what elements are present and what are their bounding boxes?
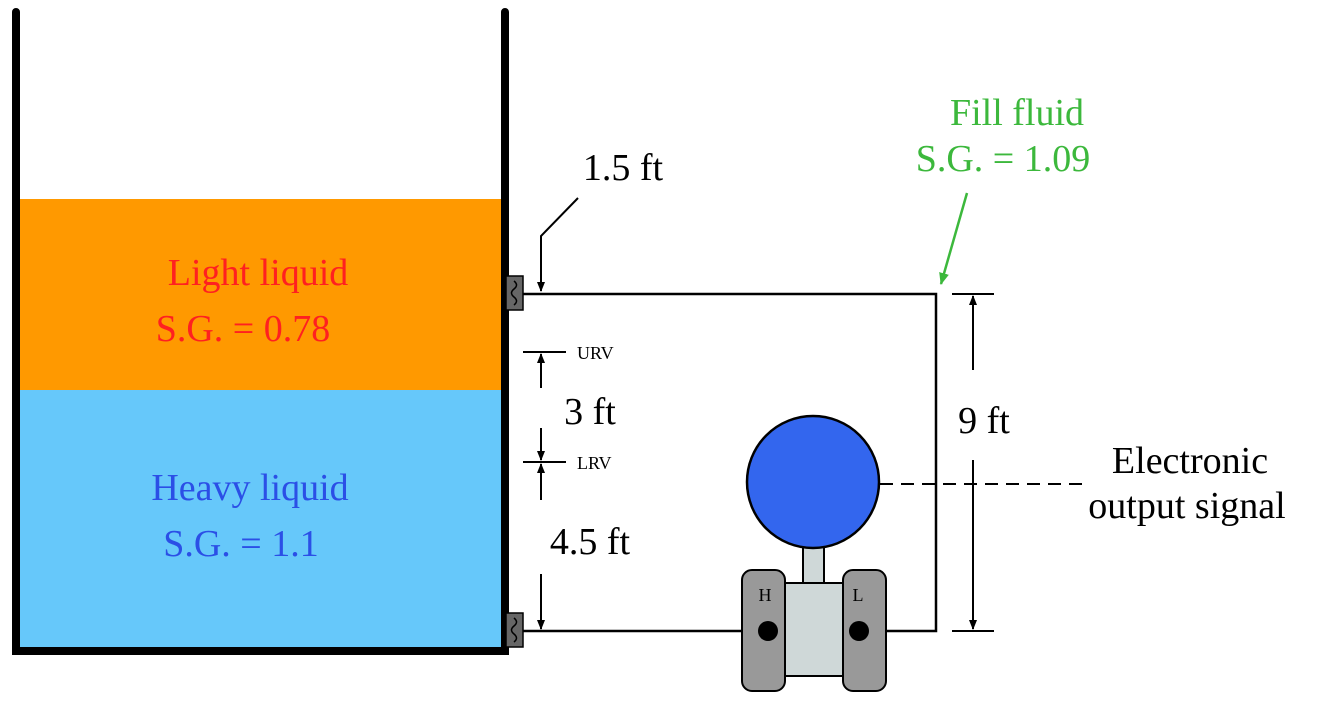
fill-fluid-arrow [939,192,969,285]
output-signal-label-line2: output signal [1088,485,1285,527]
light-liquid-label: Light liquid [168,252,349,294]
urv-label: URV [577,343,614,363]
heavy-liquid-sg: S.G. = 1.1 [163,523,319,565]
capillary-height-label: 9 ft [958,400,1010,442]
transmitter-body [784,582,844,677]
top-offset-leader [537,197,579,292]
high-port-connection [758,621,778,641]
lower-diaphragm-seal [505,612,524,648]
span-label: 3 ft [564,391,616,433]
fill-fluid-label: Fill fluid [950,92,1084,134]
output-signal-label-line1: Electronic [1112,440,1268,482]
high-port-label: H [759,585,772,605]
top-offset-label: 1.5 ft [583,147,664,189]
lrv-label: LRV [577,453,612,473]
light-liquid-layer [17,199,503,390]
upper-capillary-line [523,292,938,633]
upper-diaphragm-seal [505,275,524,311]
low-port-label: L [853,585,864,605]
dp-transmitter: H L [741,414,887,692]
light-liquid-sg: S.G. = 0.78 [156,308,331,350]
tank-wall [12,8,509,655]
transmitter-head [745,414,881,550]
heavy-liquid-layer [17,390,503,650]
fill-fluid-sg: S.G. = 1.09 [916,138,1091,180]
low-port-connection [849,621,869,641]
transmitter-neck [802,545,825,589]
bottom-offset-label: 4.5 ft [550,521,631,563]
heavy-liquid-label: Heavy liquid [151,467,348,509]
